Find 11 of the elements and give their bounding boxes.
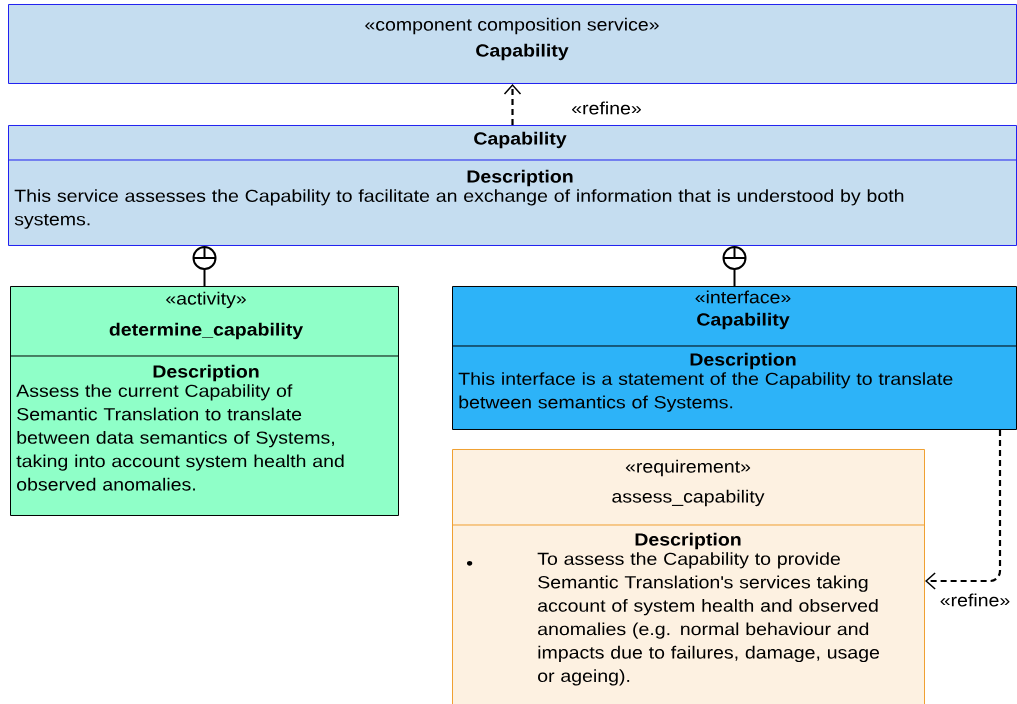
- containment-connector: [192, 246, 217, 287]
- class-box: «component composition service» Capability: [8, 4, 1017, 84]
- class-box: Capability Description This service assesses the Capability to facilitate an exchange of information that is understood by both systems.: [7, 125, 1017, 246]
- class-box: «requirement» assess_capability Description • To assess the Capability to provide Semantic Translation's services taking account of system health and observed anomalies (e.g. normal behaviour and impacts due to failures, damage, usage or ageing).: [451, 449, 925, 704]
- arrow: [925, 430, 1002, 590]
- arrow: [503, 84, 522, 125]
- edge-label: «refine»: [570, 100, 643, 116]
- containment-connector: [722, 246, 747, 287]
- edge-label: «refine»: [938, 592, 1012, 608]
- class-box: «activity» determine_capability Description Assess the current Capability of Semantic Translation to translate between data semantics of Systems, taking into account system health and observed anomalies.: [9, 286, 399, 516]
- class-box: «interface» Capability Description This interface is a statement of the Capability to translate between semantics of Systems.: [451, 286, 1017, 430]
